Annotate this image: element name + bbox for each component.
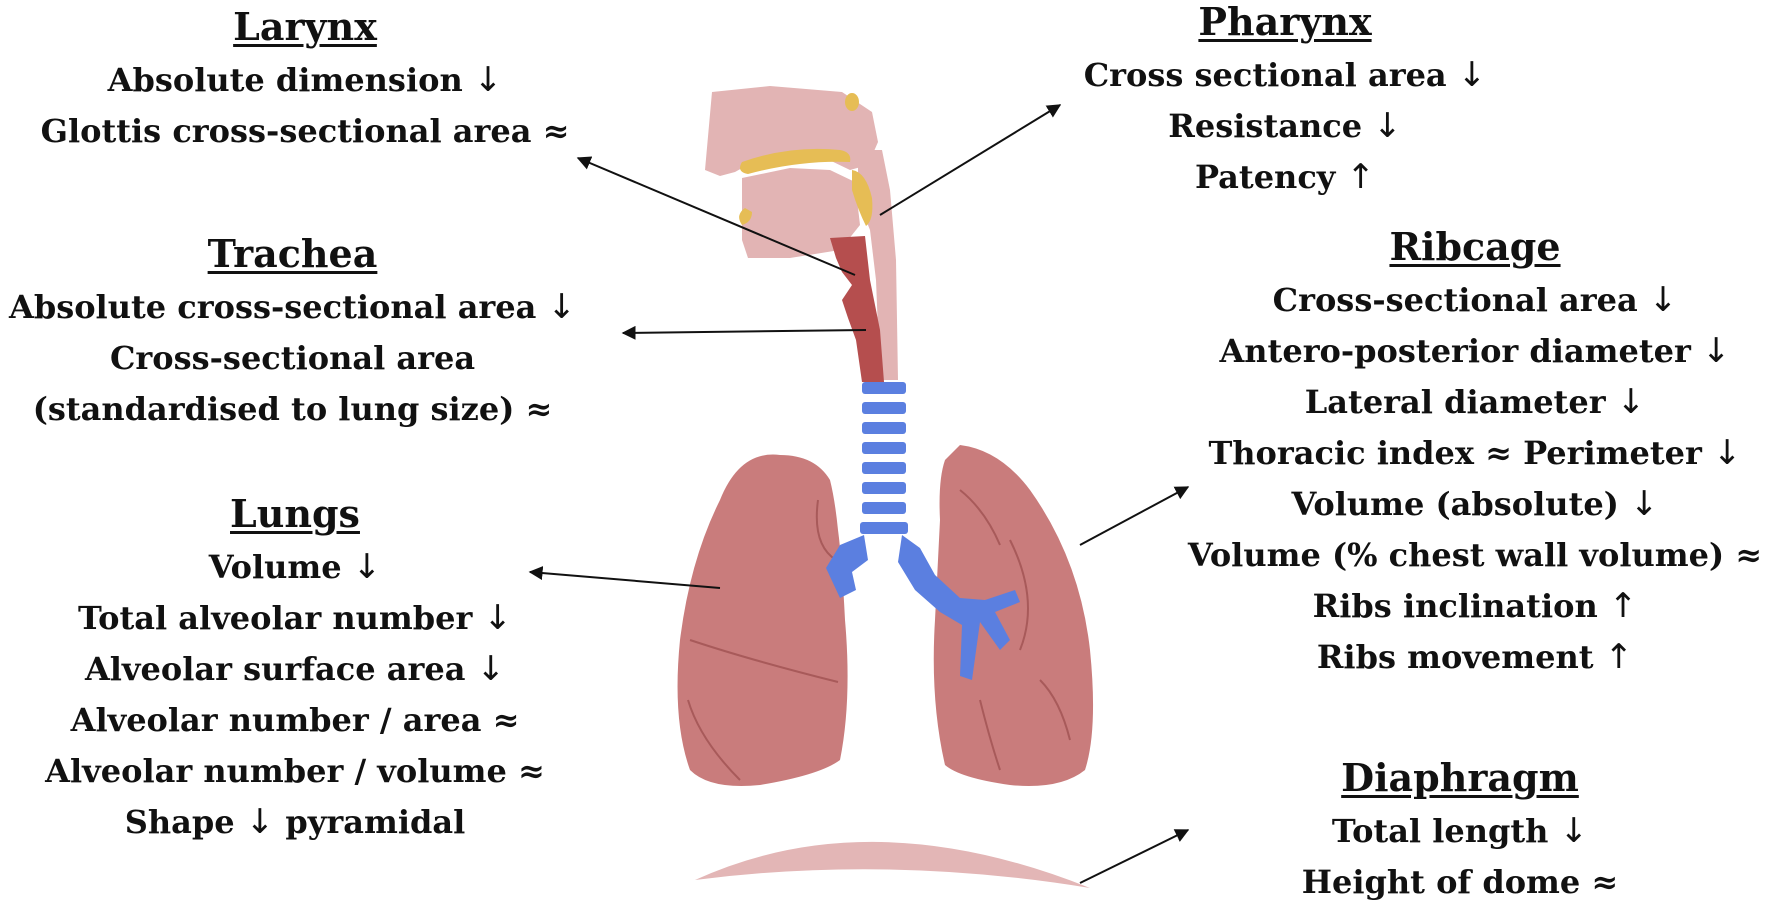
larynx-title: Larynx — [233, 4, 377, 49]
pharynx-line: Cross sectional area ↓ — [1083, 55, 1487, 95]
lungs-line: Alveolar number / area ≈ — [70, 701, 520, 739]
ribcage-line: Volume (absolute) ↓ — [1291, 484, 1659, 524]
left-bronchus — [826, 535, 868, 598]
ribcage-line: Thoracic index ≈ Perimeter ↓ — [1208, 433, 1742, 473]
pointer-arrows — [528, 104, 1190, 884]
diaphragm-line: Height of dome ≈ — [1301, 863, 1619, 901]
jaw-bone — [739, 208, 752, 225]
lungs-line: Alveolar surface area ↓ — [84, 649, 506, 689]
pharynx-title: Pharynx — [1198, 0, 1372, 44]
trachea-line: Cross-sectional area — [109, 339, 476, 377]
lungs-title: Lungs — [230, 491, 360, 536]
lungs-line: Total alveolar number ↓ — [78, 598, 512, 638]
lungs-line: Shape ↓ pyramidal — [124, 802, 466, 842]
larynx-trachea — [830, 236, 884, 382]
larynx-line: Glottis cross-sectional area ≈ — [40, 112, 570, 150]
diaphragm-pointer — [1079, 829, 1190, 884]
ribcage-pointer — [1079, 486, 1190, 546]
pharynx-pointer — [879, 104, 1062, 216]
oral-cavity — [742, 168, 860, 258]
lungs-line: Volume ↓ — [208, 547, 382, 587]
hyoid-bone — [852, 170, 873, 226]
ribcage-line: Cross-sectional area ↓ — [1272, 280, 1678, 320]
ribcage-line: Lateral diameter ↓ — [1304, 382, 1646, 422]
ribcage-line: Volume (% chest wall volume) ≈ — [1187, 536, 1763, 574]
lung-texture — [687, 489, 1071, 781]
right-lung — [933, 445, 1094, 786]
larynx-pointer — [576, 156, 856, 276]
trachea-line: Absolute cross-sectional area ↓ — [8, 287, 577, 327]
pharynx-block: Pharynx Cross sectional area ↓ Resistanc… — [1040, 0, 1530, 203]
trachea-line: (standardised to lung size) ≈ — [32, 390, 553, 428]
lungs-line: Alveolar number / volume ≈ — [45, 752, 545, 790]
nasal-bone — [845, 93, 859, 111]
right-bronchus — [898, 535, 1020, 680]
ribcage-block: Ribcage Cross-sectional area ↓ Antero-po… — [1180, 225, 1770, 683]
lungs-block: Lungs Volume ↓ Total alveolar number ↓ A… — [10, 492, 580, 848]
ribcage-line: Ribs inclination ↑ — [1312, 586, 1638, 626]
left-lung — [677, 454, 848, 786]
ribcage-title: Ribcage — [1389, 224, 1561, 269]
larynx-line: Absolute dimension ↓ — [107, 60, 503, 100]
diaphragm-block: Diaphragm Total length ↓ Height of dome … — [1220, 756, 1700, 908]
diaphragm-shape — [695, 841, 1090, 888]
palate-bone — [740, 148, 851, 174]
ribcage-line: Ribs movement ↑ — [1316, 637, 1634, 677]
pharynx-line: Patency ↑ — [1194, 157, 1376, 197]
trachea-pointer — [621, 325, 867, 340]
trachea-rings — [860, 382, 908, 534]
pharynx-line: Resistance ↓ — [1168, 106, 1402, 146]
diaphragm-line: Total length ↓ — [1331, 811, 1589, 851]
lungs-pointer — [528, 566, 721, 589]
ribcage-line: Antero-posterior diameter ↓ — [1219, 331, 1731, 371]
trachea-block: Trachea Absolute cross-sectional area ↓ … — [0, 232, 585, 435]
trachea-title: Trachea — [207, 231, 378, 276]
diaphragm-title: Diaphragm — [1341, 755, 1579, 800]
larynx-block: Larynx Absolute dimension ↓ Glottis cros… — [10, 5, 600, 157]
